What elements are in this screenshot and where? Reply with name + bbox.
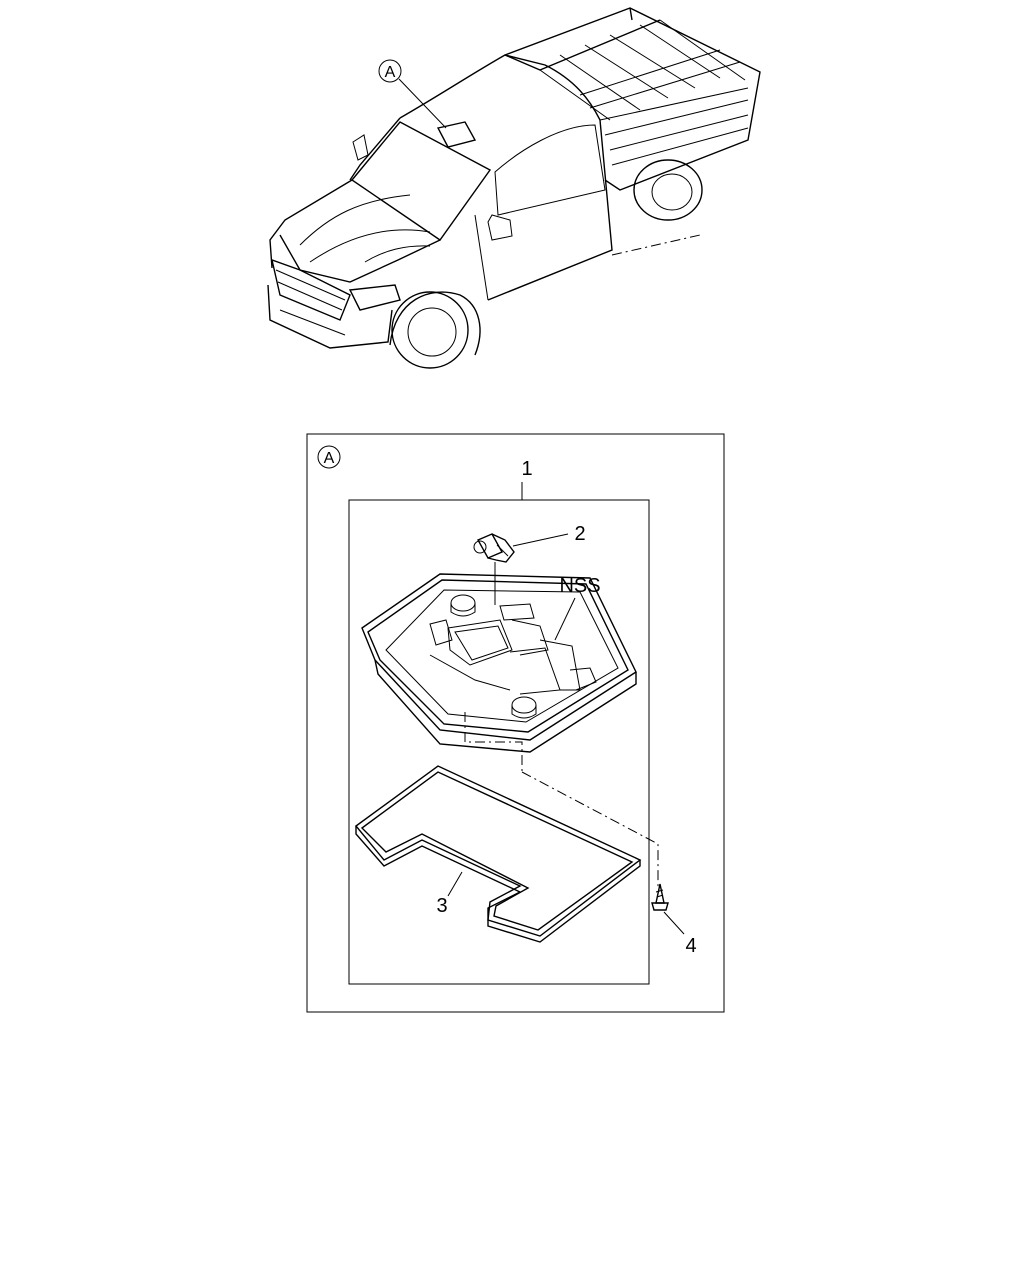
screw-icon [651, 883, 669, 911]
callout-2: 2 [574, 523, 585, 545]
detail-view-marker-label: A [324, 450, 335, 467]
pickup-truck-illustration [267, 7, 761, 369]
callout-4: 4 [685, 935, 696, 957]
callout-3: 3 [436, 895, 447, 917]
callout-1: 1 [521, 458, 532, 480]
detail-view-marker: A [317, 445, 341, 469]
callout-2-leader [512, 533, 569, 547]
assembly-bracket-box [348, 499, 650, 985]
callout-3-leader [447, 871, 463, 897]
callout-4-leader [663, 911, 685, 935]
dome-lamp-assembly [361, 573, 637, 753]
nss-leader [554, 597, 576, 641]
bulb-icon [473, 533, 515, 563]
vehicle-view-marker-label: A [385, 64, 396, 81]
detail-view-frame [306, 433, 725, 1013]
lens-gasket [354, 765, 642, 943]
vehicle-view-marker: A [378, 59, 447, 129]
lamp-to-gasket-guide [464, 712, 523, 772]
screw-guide-line [521, 771, 659, 890]
